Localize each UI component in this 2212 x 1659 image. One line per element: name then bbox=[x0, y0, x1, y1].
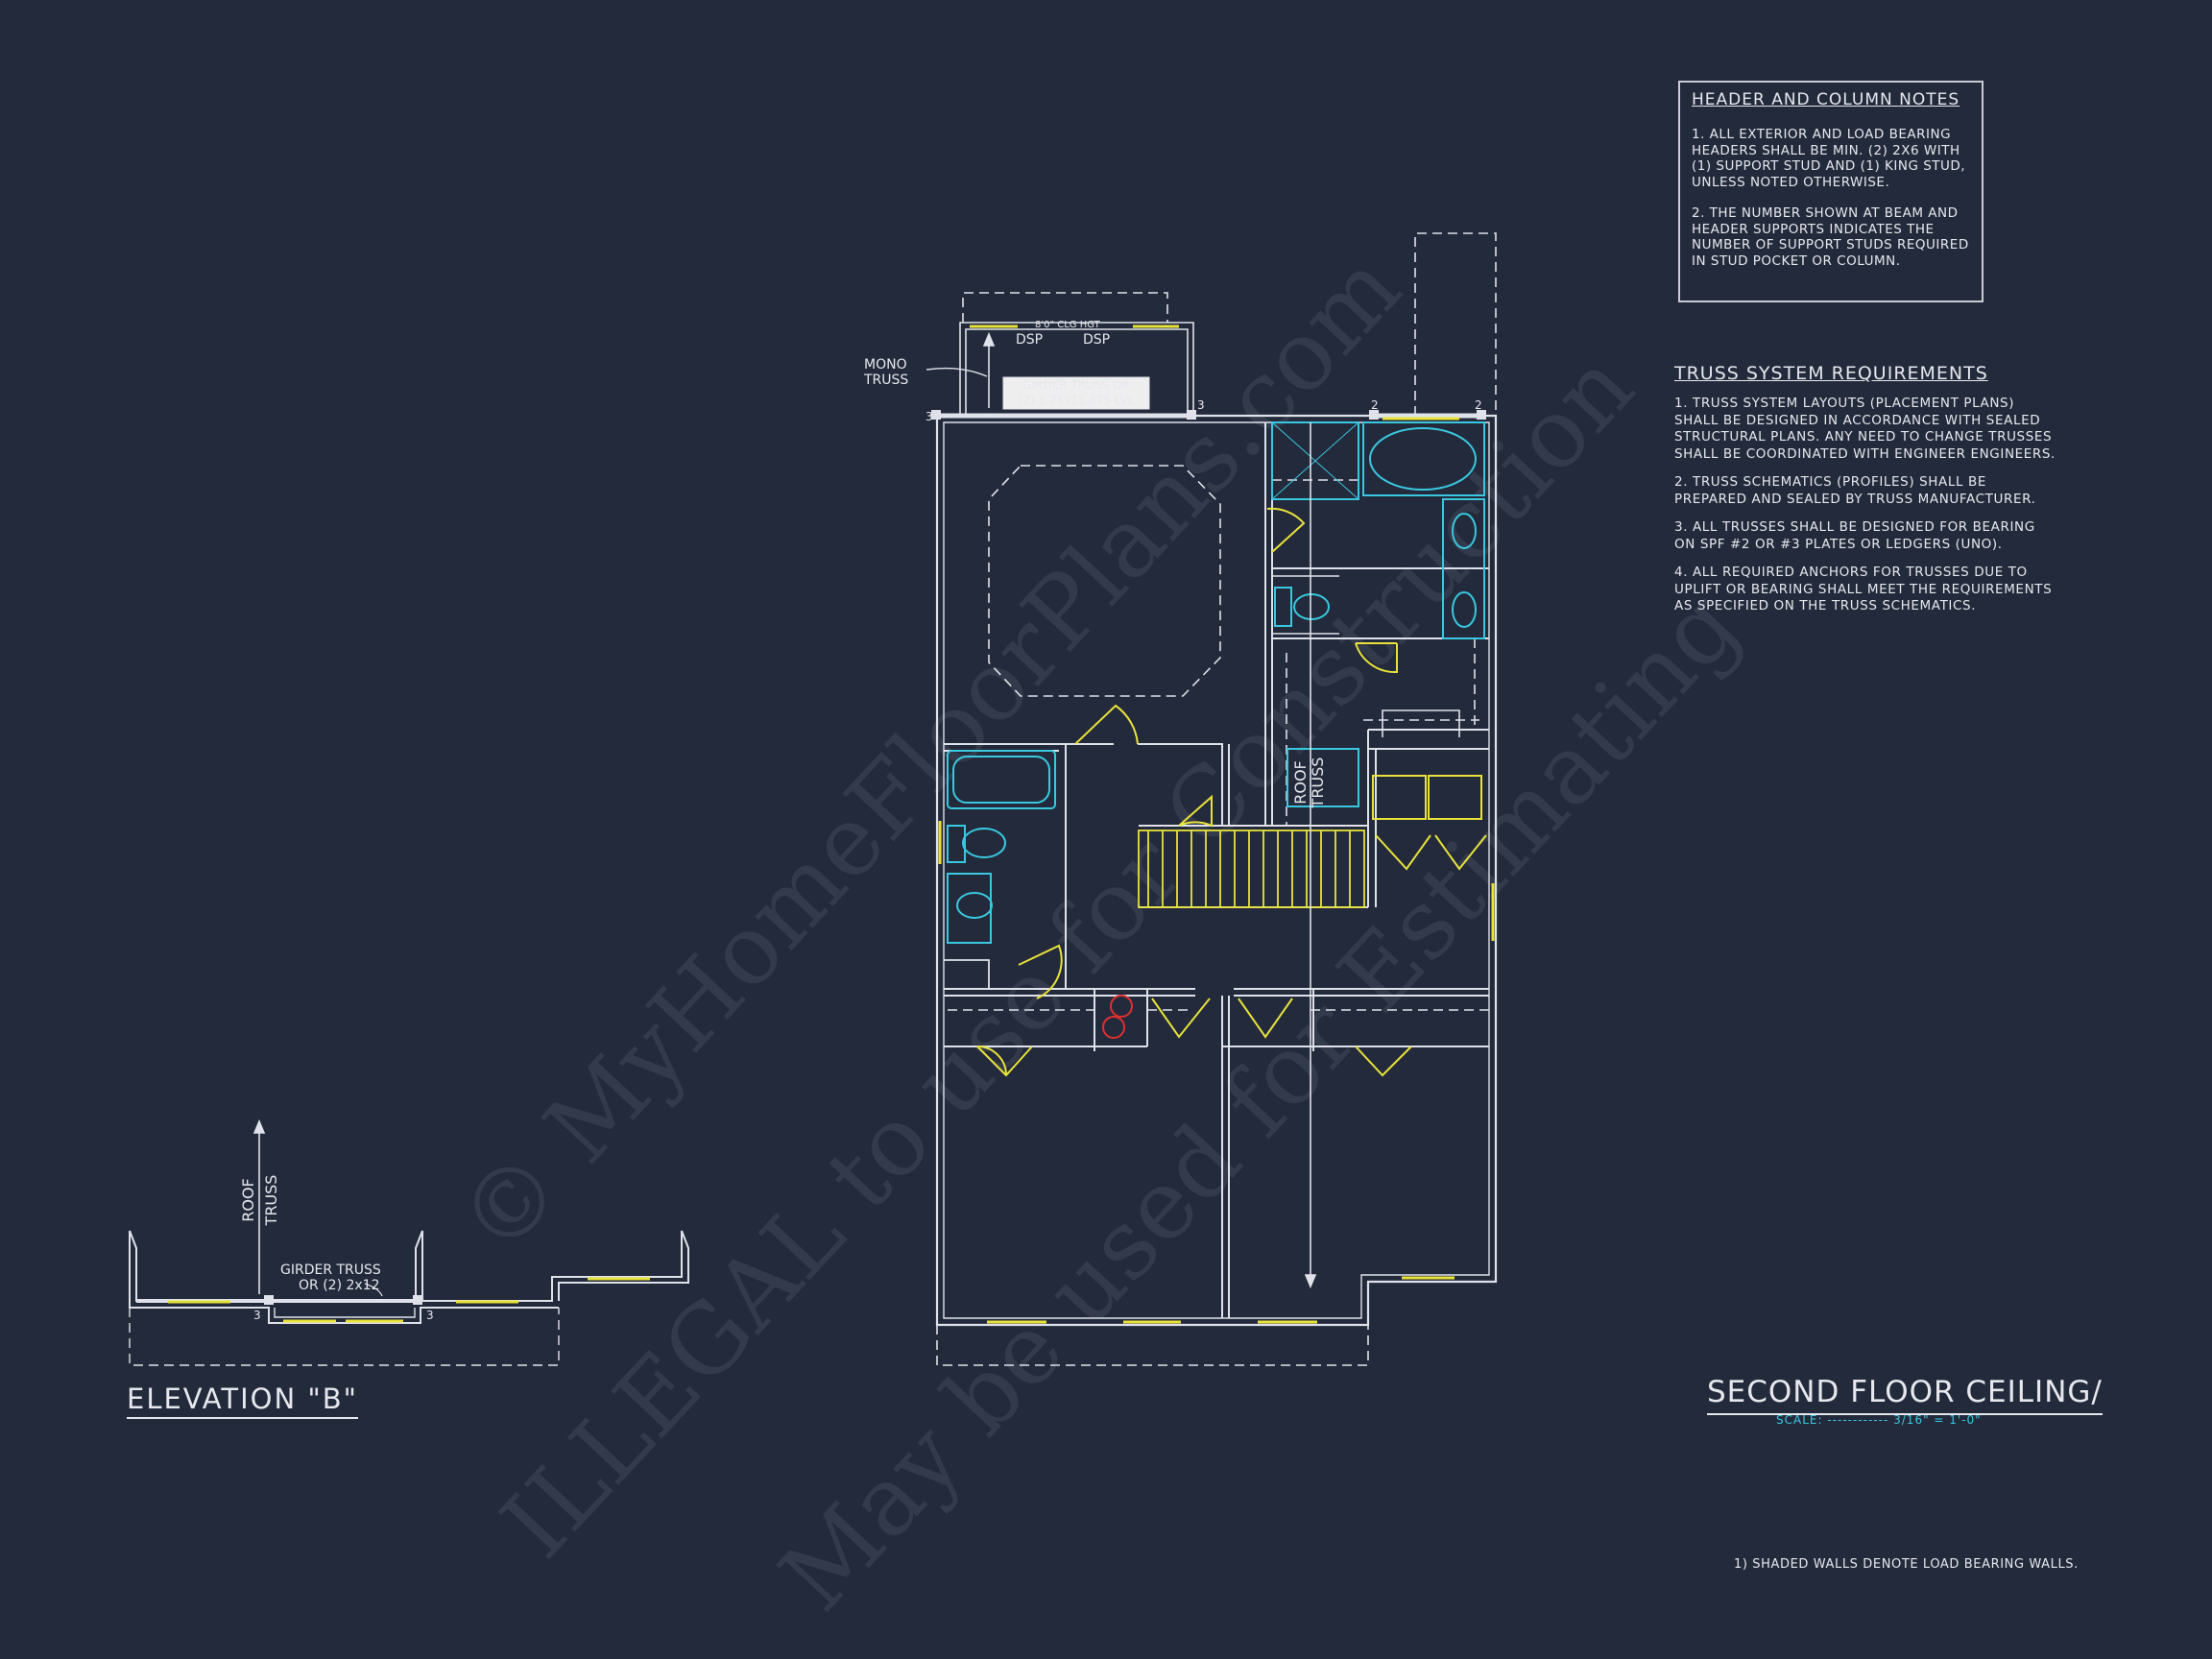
post-label-3a: 3 bbox=[926, 410, 933, 423]
elev-girder-label-1: GIRDER TRUSS bbox=[280, 1262, 381, 1278]
scale-line: SCALE: ------------ 3/16" = 1'-0" bbox=[1776, 1413, 1982, 1427]
elevation-b-wall bbox=[129, 1230, 689, 1324]
roof-truss-label-2: TRUSS bbox=[1309, 757, 1327, 809]
elev-roof-label-2: TRUSS bbox=[262, 1175, 280, 1227]
scale-value: 3/16" = 1'-0" bbox=[1893, 1413, 1982, 1427]
post-label-2a: 2 bbox=[1371, 398, 1379, 412]
elev-roof-label-1: ROOF bbox=[239, 1178, 257, 1222]
dsp-label-2: DSP bbox=[1083, 332, 1110, 348]
elev-girder-label-2: OR (2) 2x12 bbox=[299, 1278, 380, 1293]
interior-walls bbox=[944, 422, 1489, 1318]
exterior-wall-inner bbox=[943, 421, 1490, 1319]
truss-requirements: TRUSS SYSTEM REQUIREMENTS 1. TRUSS SYSTE… bbox=[1674, 363, 2058, 627]
girder-plan-label-1: GIRDER TRUSS OR bbox=[1022, 378, 1129, 392]
elev-post-right: 3 bbox=[426, 1309, 434, 1322]
mono-label-2: TRUSS bbox=[863, 373, 908, 388]
post-label-2b: 2 bbox=[1475, 398, 1482, 412]
truss-item-1: 1. TRUSS SYSTEM LAYOUTS (PLACEMENT PLANS… bbox=[1674, 396, 2056, 462]
truss-item-3: 3. ALL TRUSSES SHALL BE DESIGNED FOR BEA… bbox=[1674, 519, 2035, 552]
girder-plan-label-2: (2) 1.75x11.875 LVL bbox=[1019, 394, 1135, 407]
footnote: 1) SHADED WALLS DENOTE LOAD BEARING WALL… bbox=[1734, 1557, 2079, 1572]
clg-hgt-label: 8'0" CLG HGT bbox=[1035, 320, 1101, 330]
bottom-dashed-outline bbox=[936, 1325, 1369, 1366]
truss-item-4: 4. ALL REQUIRED ANCHORS FOR TRUSSES DUE … bbox=[1674, 565, 2053, 613]
roof-truss-label-1: ROOF bbox=[1291, 760, 1310, 805]
chimney-dashed-outline bbox=[1414, 232, 1497, 416]
truss-requirements-title: TRUSS SYSTEM REQUIREMENTS bbox=[1674, 363, 1988, 384]
header-note-2: 2. THE NUMBER SHOWN AT BEAM AND HEADER S… bbox=[1692, 205, 1969, 269]
header-note-1: 1. ALL EXTERIOR AND LOAD BEARING HEADERS… bbox=[1692, 127, 1966, 190]
header-notes-title: HEADER AND COLUMN NOTES bbox=[1692, 90, 1960, 109]
elevation-title: ELEVATION "B" bbox=[127, 1382, 358, 1419]
mono-label-1: MONO bbox=[864, 357, 907, 373]
header-column-notes: HEADER AND COLUMN NOTES 1. ALL EXTERIOR … bbox=[1678, 81, 1984, 302]
scale-label: SCALE: bbox=[1776, 1413, 1823, 1427]
sheet-title: SECOND FLOOR CEILING/ bbox=[1707, 1375, 2103, 1415]
post-label-3b: 3 bbox=[1197, 398, 1205, 412]
scale-dashes: ------------ bbox=[1827, 1413, 1894, 1427]
bathtub bbox=[947, 750, 1056, 809]
truss-item-2: 2. TRUSS SCHEMATICS (PROFILES) SHALL BE … bbox=[1674, 474, 2036, 507]
top-dashed-outline bbox=[962, 292, 1168, 323]
elev-post-left: 3 bbox=[253, 1309, 261, 1322]
tray-ceiling-outline bbox=[988, 465, 1221, 697]
dsp-label-1: DSP bbox=[1016, 332, 1043, 348]
exterior-wall-outer bbox=[935, 414, 1498, 1327]
